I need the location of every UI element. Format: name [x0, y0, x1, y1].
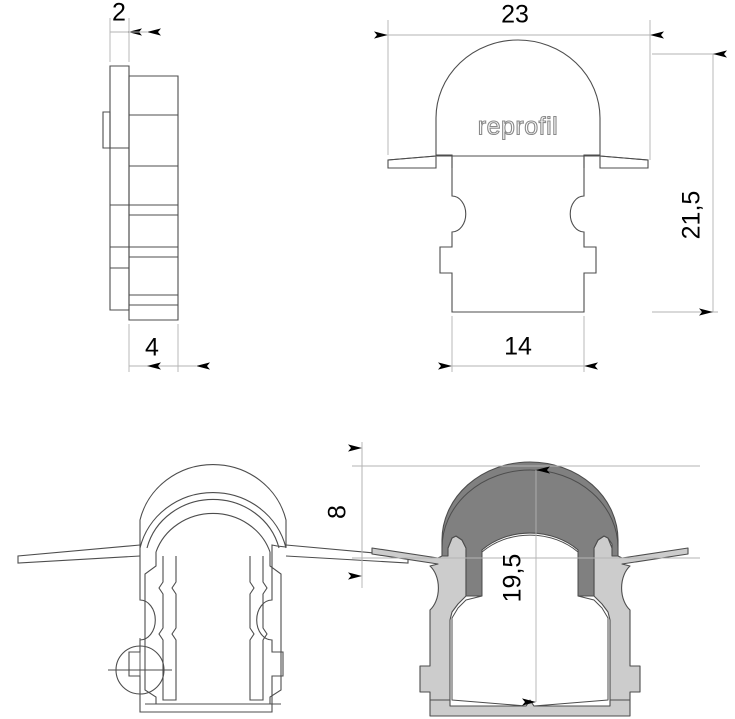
- brand-label: reprofil: [478, 113, 558, 141]
- rear-outline-view: [17, 463, 409, 713]
- dimension-8-label: 8: [324, 505, 352, 519]
- dimension-14-label: 14: [504, 333, 532, 361]
- dimension-8: 8: [324, 444, 363, 580]
- centre-mark: [108, 638, 172, 702]
- dimension-14: 14: [438, 333, 598, 370]
- dimension-23-label: 23: [501, 1, 529, 29]
- side-profile-witness-lines: [109, 18, 179, 372]
- rear-outline-geometry: [17, 463, 409, 713]
- dimension-2-label: 2: [112, 0, 126, 27]
- dimension-19-5-label: 19,5: [499, 554, 527, 603]
- dimension-2: 2: [110, 0, 161, 36]
- dimension-4: 4: [129, 334, 210, 370]
- front-face-geometry: [387, 39, 649, 313]
- dimension-21-5: 21,5: [678, 50, 727, 316]
- side-profile-view: 2 4: [102, 0, 210, 372]
- dimension-4-label: 4: [145, 334, 159, 362]
- front-face-view: reprofil 23 21,5 14: [374, 1, 727, 372]
- dimension-23: 23: [374, 1, 664, 39]
- cross-section-view: 8 19,5: [324, 442, 700, 717]
- dimension-21-5-label: 21,5: [678, 191, 706, 240]
- dimension-19-5: 19,5: [499, 466, 550, 706]
- side-profile-geometry: [102, 65, 179, 321]
